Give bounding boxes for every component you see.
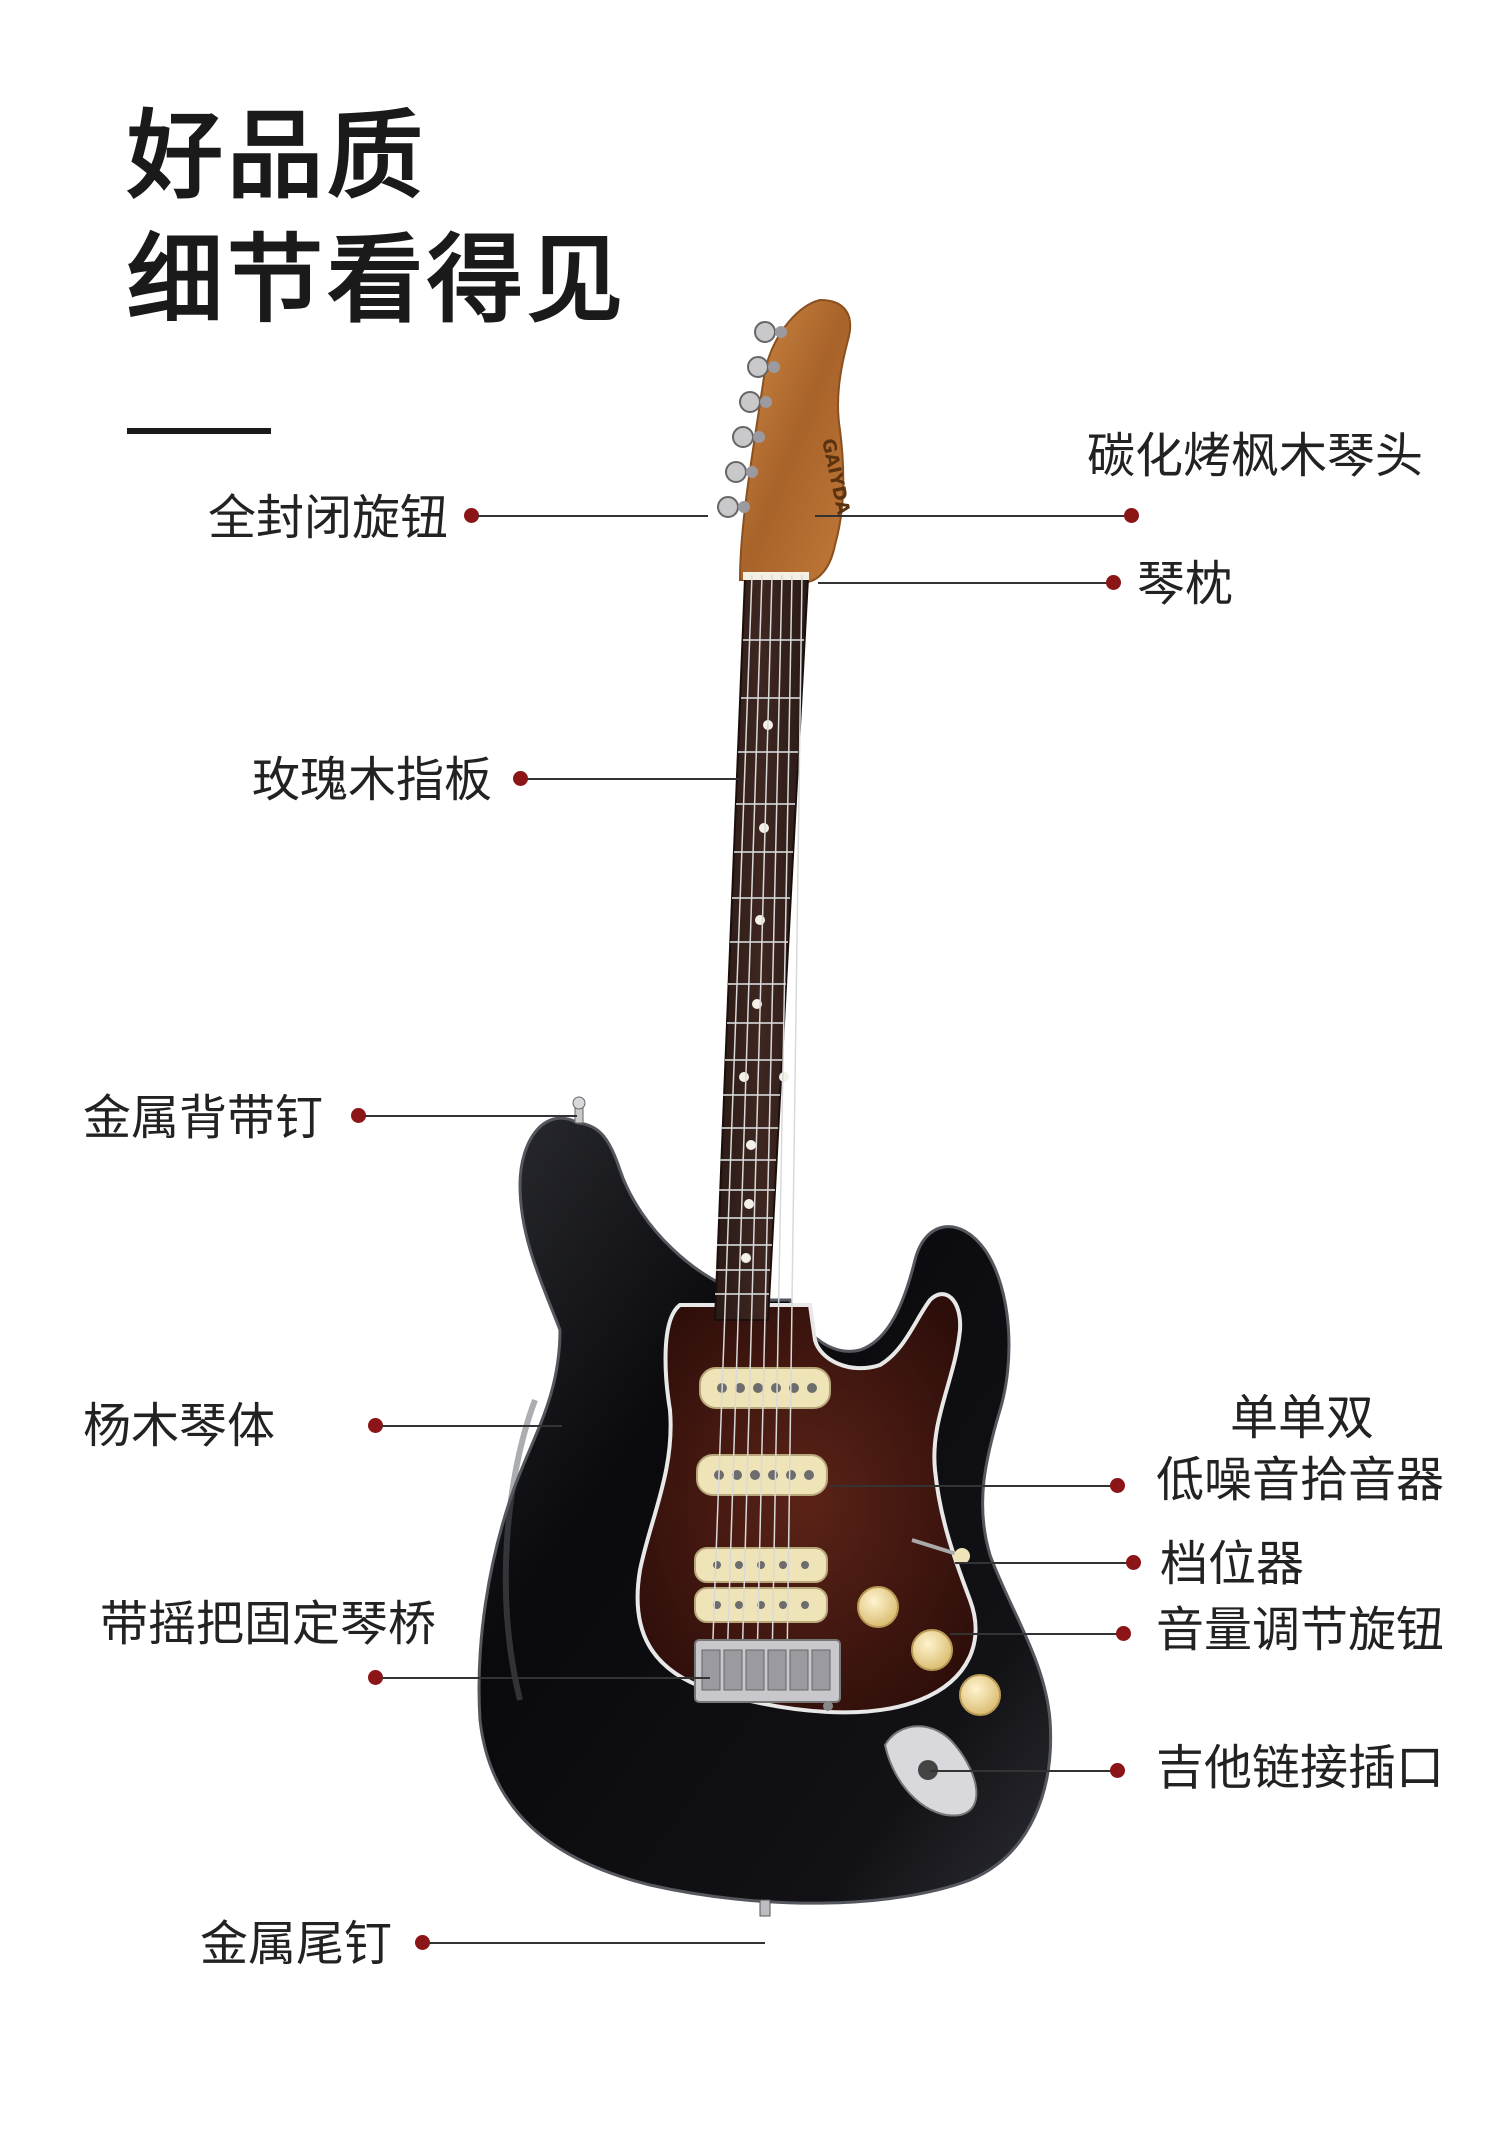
- label-body-wood: 杨木琴体: [83, 1398, 276, 1454]
- strings: [711, 574, 803, 1666]
- callout-line-bridge: [382, 1677, 710, 1679]
- selector-switch: [911, 1538, 970, 1564]
- callout-line-pickups: [830, 1485, 1116, 1487]
- callout-dot-pickups: [1110, 1478, 1125, 1493]
- callout-dot-body-wood: [368, 1418, 383, 1433]
- callout-line-body-wood: [382, 1425, 562, 1427]
- callout-dot-tail-pin: [415, 1935, 430, 1950]
- callout-line-fretboard: [527, 778, 739, 780]
- callout-line-headstock: [815, 515, 1131, 517]
- strap-pin: [572, 1096, 586, 1124]
- title-divider: [127, 428, 271, 434]
- callout-line-selector: [955, 1562, 1133, 1564]
- callout-dot-tuners: [464, 508, 479, 523]
- label-jack: 吉他链接插口: [1156, 1740, 1445, 1796]
- callout-dot-fretboard: [513, 771, 528, 786]
- callout-dot-headstock: [1124, 508, 1139, 523]
- title-line-1: 好品质: [127, 100, 427, 212]
- callout-line-tuners: [478, 515, 708, 517]
- callout-line-strap-pin: [365, 1115, 577, 1117]
- callout-line-volume-knob: [950, 1633, 1124, 1635]
- tail-pin: [759, 1899, 771, 1917]
- callout-line-tail-pin: [429, 1942, 765, 1944]
- callout-line-nut: [818, 582, 1114, 584]
- label-headstock: 碳化烤枫木琴头: [1087, 428, 1424, 484]
- callout-dot-selector: [1126, 1555, 1141, 1570]
- label-nut: 琴枕: [1137, 556, 1234, 612]
- title-line-2: 细节看得见: [127, 224, 627, 336]
- callout-dot-nut: [1106, 575, 1121, 590]
- label-fretboard: 玫瑰木指板: [252, 752, 493, 808]
- nut: [743, 572, 809, 580]
- callout-dot-volume-knob: [1116, 1626, 1131, 1641]
- callout-dot-bridge: [368, 1670, 383, 1685]
- label-strap-pin: 金属背带钉: [83, 1090, 324, 1146]
- label-selector: 档位器: [1160, 1536, 1305, 1592]
- label-tuners: 全封闭旋钮: [208, 490, 449, 546]
- bridge: [694, 1639, 841, 1711]
- label-bridge: 带摇把固定琴桥: [100, 1596, 437, 1652]
- callout-line-jack: [930, 1770, 1116, 1772]
- label-pickups-line1: 单单双: [1230, 1390, 1375, 1446]
- label-tail-pin: 金属尾钉: [200, 1916, 393, 1972]
- label-pickups-line2: 低噪音拾音器: [1156, 1452, 1445, 1508]
- label-volume-knob: 音量调节旋钮: [1156, 1602, 1445, 1658]
- tuner-pegs: [717, 321, 787, 518]
- callout-dot-strap-pin: [351, 1108, 366, 1123]
- control-knobs: [857, 1586, 1001, 1716]
- callout-dot-jack: [1110, 1763, 1125, 1778]
